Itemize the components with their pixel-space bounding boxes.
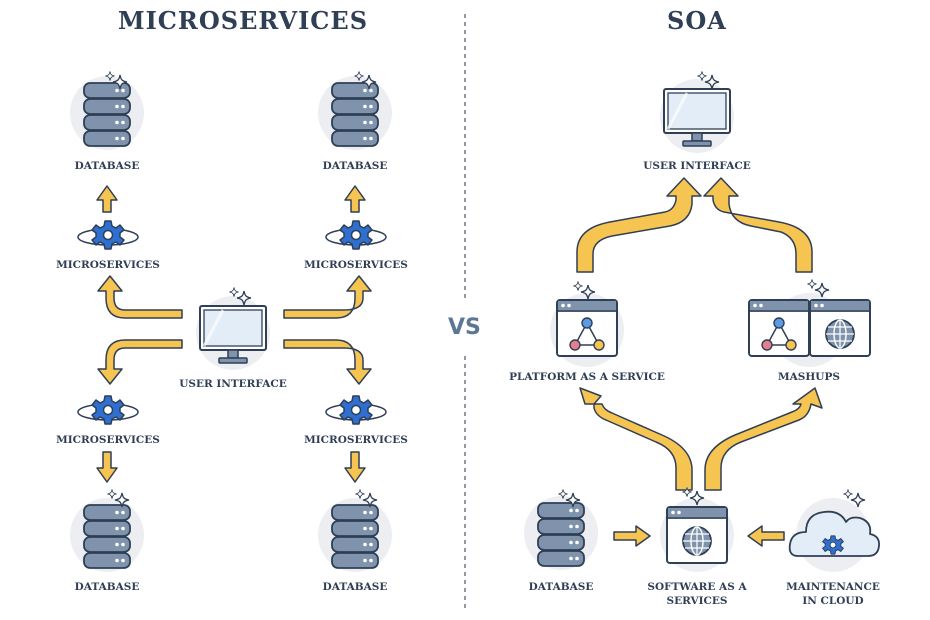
gear-icon <box>326 396 386 424</box>
label-microservices-bottom-left: MICROSERVICES <box>56 434 160 446</box>
label-saas-line1: SOFTWARE AS A <box>647 581 747 593</box>
label-user-interface-left: USER INTERFACE <box>179 378 287 390</box>
label-microservices-bottom-right: MICROSERVICES <box>304 434 408 446</box>
monitor-icon <box>658 77 736 155</box>
label-microservices-top-left: MICROSERVICES <box>56 259 160 271</box>
gear-icon <box>78 396 138 424</box>
arrow-icon <box>704 387 823 491</box>
globe-icon <box>825 319 855 349</box>
arrow-icon <box>97 339 183 385</box>
gear-icon <box>78 221 138 249</box>
arrow-icon <box>96 451 118 483</box>
label-platform-as-a-service: PLATFORM AS A SERVICE <box>509 371 665 383</box>
database-icon <box>317 75 393 151</box>
label-saas-line2: SERVICES <box>666 595 728 607</box>
label-microservices-top-right: MICROSERVICES <box>304 259 408 271</box>
arrow-icon <box>344 185 366 213</box>
database-icon <box>69 497 145 573</box>
arrow-icon <box>576 177 702 273</box>
arrow-icon <box>703 177 813 273</box>
database-icon <box>523 495 599 571</box>
arrow-icon <box>283 339 372 385</box>
gear-icon <box>326 221 386 249</box>
label-database-bottom-right: DATABASE <box>322 581 388 593</box>
monitor-icon <box>194 294 272 372</box>
label-database-soa: DATABASE <box>528 581 594 593</box>
arrow-icon <box>96 185 118 213</box>
label-database-top-left: DATABASE <box>74 160 140 172</box>
cloud-icon <box>788 498 880 572</box>
arrow-icon <box>344 451 366 483</box>
label-cloud-line2: IN CLOUD <box>802 595 864 607</box>
database-icon <box>69 75 145 151</box>
arrow-icon <box>283 275 372 319</box>
vs-label: VS <box>448 315 481 340</box>
label-database-top-right: DATABASE <box>322 160 388 172</box>
label-cloud-line1: MAINTENANCE <box>786 581 880 593</box>
arrow-icon <box>97 275 183 319</box>
label-database-bottom-left: DATABASE <box>74 581 140 593</box>
label-mashups: MASHUPS <box>778 371 840 383</box>
database-icon <box>317 497 393 573</box>
soa-title: SOA <box>667 6 727 35</box>
globe-icon <box>682 526 712 556</box>
label-user-interface-right: USER INTERFACE <box>643 160 751 172</box>
arrow-icon <box>579 387 693 491</box>
microservices-title: MICROSERVICES <box>118 6 369 35</box>
arrow-icon <box>613 525 651 547</box>
arrow-icon <box>747 525 785 547</box>
